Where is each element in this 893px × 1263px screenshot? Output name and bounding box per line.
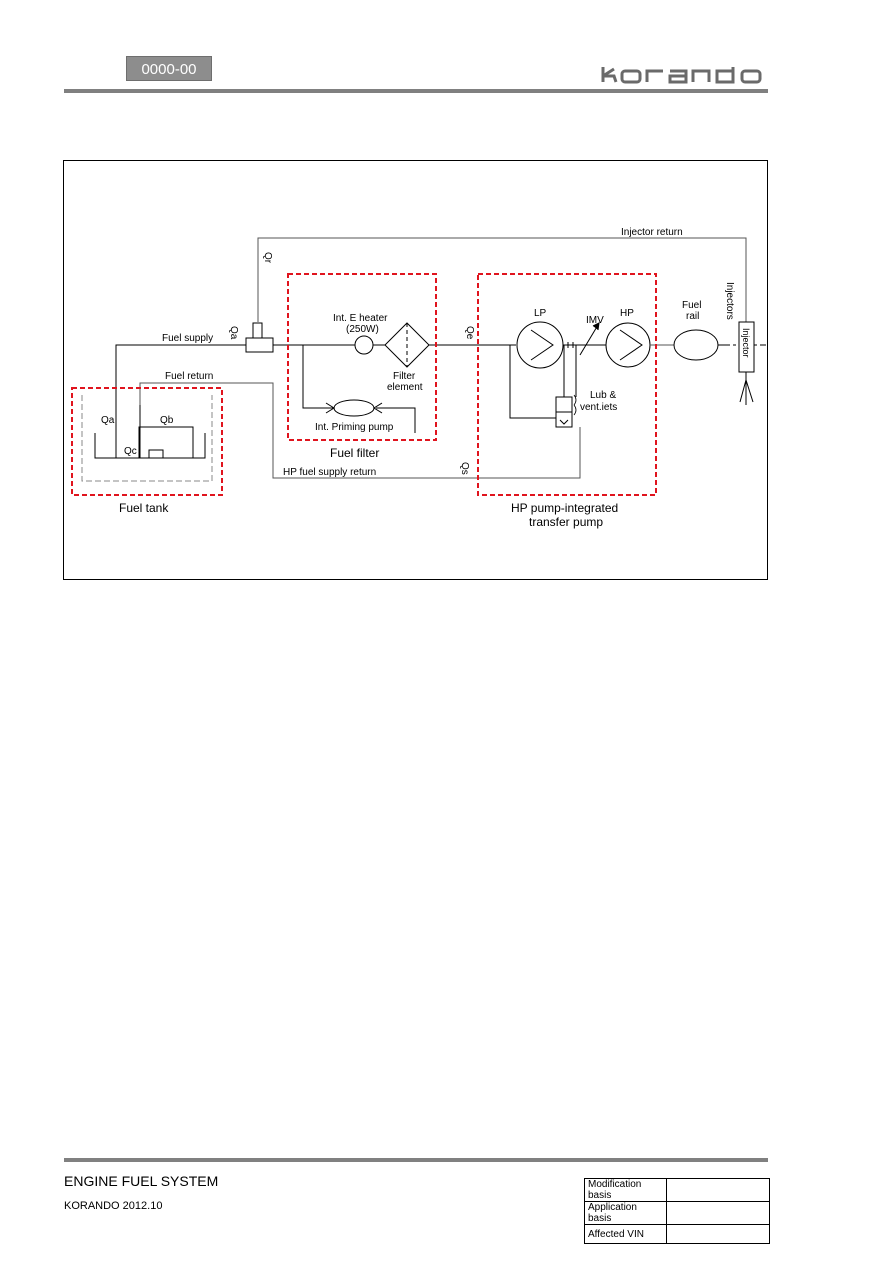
table-row: Application basis [584,1201,770,1225]
qc-label: Qc [124,446,137,457]
injectors-label: Injectors [724,282,735,320]
hp-pump-title-2: transfer pump [529,515,603,529]
heater-power-label: (250W) [346,324,379,335]
hp-pump-title-1: HP pump-integrated [511,501,618,515]
fuel-rail [673,329,719,361]
qb-label: Qb [160,415,174,426]
table-row: Modification basis [584,1178,770,1202]
lp-bypass-line [509,345,556,419]
lub-label-2: vent.iets [580,402,617,413]
hp-label: HP [620,308,634,319]
injector-label: Injector [741,328,751,358]
korando-logo [601,67,762,84]
heater-label: Int. E heater [333,313,388,324]
lp-label: LP [534,308,547,319]
filter-element-label-1: Filter [393,371,416,382]
hp-fuel-supply-return-line [139,382,581,479]
junction-stub [252,322,263,339]
fuel-filter-highlight [287,273,437,441]
imv-label: IMV [586,315,604,326]
junction-block [245,337,274,353]
fuel-tank-reservoir [138,426,194,458]
document-code-badge: 0000-00 [126,56,212,81]
imv-valve-arrow [579,324,599,356]
heater-element [354,335,374,355]
affected-vin-label: Affected VIN [584,1224,667,1244]
priming-pump [333,399,375,417]
fuel-rail-label-1: Fuel [682,300,701,311]
qa-tank-label: Qa [101,415,115,426]
fuel-filter-title: Fuel filter [330,446,379,460]
qa-supply-label: Qa [228,326,239,340]
qs-label: Qs [459,462,470,475]
application-basis-label: Application basis [584,1201,667,1225]
revision-info-table: Modification basis Application basis Aff… [584,1178,770,1244]
hp-fuel-supply-return-label: HP fuel supply return [283,467,376,478]
injector-return-label: Injector return [621,227,683,238]
injector-return-line [257,237,747,345]
modification-basis-label: Modification basis [584,1178,667,1202]
hp-pump-highlight [477,273,657,496]
fuel-return-label: Fuel return [165,371,213,382]
modification-basis-value [666,1178,770,1202]
fuel-rail-label-2: rail [686,311,699,322]
footer-title: ENGINE FUEL SYSTEM [64,1173,219,1189]
fuel-tank-highlight [71,387,223,496]
header-divider [64,89,768,93]
footer-subtitle: KORANDO 2012.10 [64,1200,163,1212]
hp-pump [605,322,651,368]
fuel-system-diagram-frame [63,160,768,580]
qe-label: Qe [464,326,475,340]
priming-pump-loop [302,345,416,433]
fuel-supply-line [115,344,246,405]
priming-pump-label: Int. Priming pump [315,422,394,433]
affected-vin-value [666,1224,770,1244]
qr-label: Qr [262,252,273,264]
table-row: Affected VIN [584,1224,770,1244]
fuel-tank-title: Fuel tank [119,501,169,515]
filter-element-label-2: element [387,382,423,393]
application-basis-value [666,1201,770,1225]
footer-divider [64,1158,768,1162]
fuel-supply-label: Fuel supply [162,333,213,344]
lp-pump [516,321,564,369]
lub-label-1: Lub & [590,390,616,401]
